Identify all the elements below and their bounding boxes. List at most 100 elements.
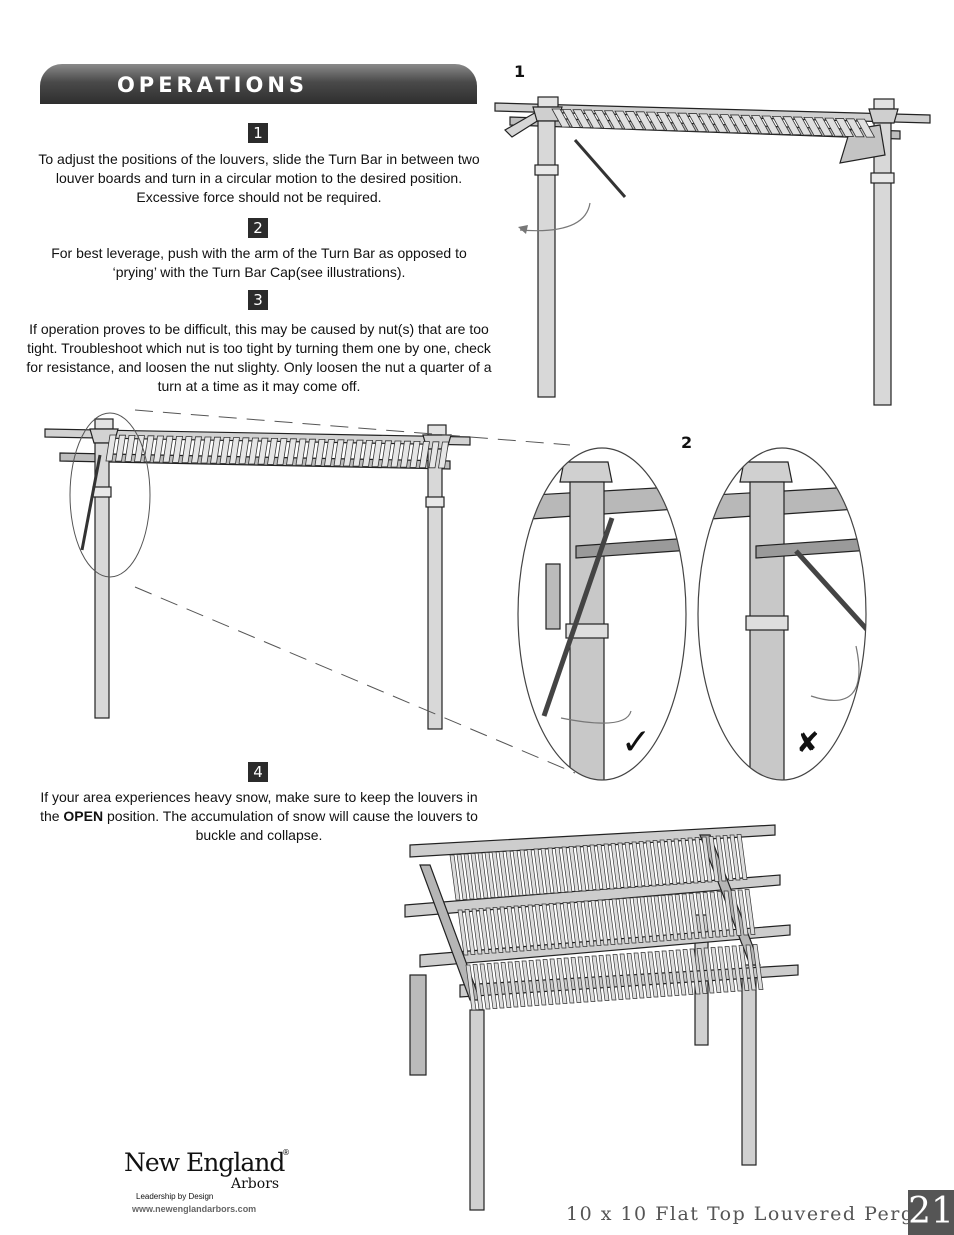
louver-board xyxy=(626,953,638,999)
louver-board xyxy=(352,439,364,467)
louver-board xyxy=(562,902,574,948)
louver-board xyxy=(305,438,316,466)
louver-board xyxy=(633,952,645,999)
louver-board xyxy=(535,959,547,1006)
louver-board xyxy=(181,436,193,463)
louver-board xyxy=(738,945,750,991)
louver-board xyxy=(478,908,490,954)
louver-board xyxy=(134,435,145,462)
louver-board xyxy=(737,889,749,936)
louver-board xyxy=(593,109,613,129)
louver-board xyxy=(124,434,136,462)
louver-board xyxy=(470,853,482,899)
cross-mark-icon: ✘ xyxy=(796,726,819,759)
louver-board xyxy=(554,847,566,893)
louver-board xyxy=(409,441,421,468)
louver-board xyxy=(682,949,694,995)
logo-sub-name: Arbors xyxy=(231,1176,280,1192)
louver-board xyxy=(547,847,559,894)
louver-board xyxy=(500,962,512,1008)
logo-tagline: Leadership by Design xyxy=(136,1192,214,1201)
louver-board xyxy=(507,961,519,1008)
detail-incorrect-method: ✘ xyxy=(697,447,867,781)
louver-board xyxy=(639,896,651,943)
louver-board xyxy=(143,435,155,463)
louver-board xyxy=(647,951,659,998)
louver-board xyxy=(419,441,430,468)
louver-board xyxy=(687,113,708,132)
louver-board xyxy=(484,852,496,898)
louver-board xyxy=(687,837,699,884)
louver-board xyxy=(555,902,567,949)
louver-board xyxy=(333,439,345,467)
louver-board xyxy=(681,893,693,940)
louver-board xyxy=(541,903,553,950)
louver-board xyxy=(666,112,687,132)
louver-board xyxy=(568,846,580,892)
louver-board xyxy=(729,834,741,881)
louver-board xyxy=(708,113,729,133)
louver-board xyxy=(172,435,183,463)
louver-board xyxy=(824,117,844,137)
louver-board xyxy=(533,848,545,895)
louver-board xyxy=(512,850,524,896)
louver-board xyxy=(597,899,609,946)
louver-board xyxy=(590,900,602,946)
louver-board xyxy=(730,890,742,936)
louver-board xyxy=(513,905,525,952)
step-2-text: For best leverage, push with the arm of … xyxy=(51,245,467,280)
louver-board xyxy=(646,896,658,942)
louver-board xyxy=(619,953,631,1000)
louver-board xyxy=(632,897,644,943)
louver-board xyxy=(191,436,202,464)
step-1-text: To adjust the positions of the louvers, … xyxy=(38,151,480,205)
louver-board xyxy=(668,950,680,996)
louver-board xyxy=(582,845,594,891)
louver-board xyxy=(498,851,510,897)
louver-board xyxy=(612,954,624,1000)
louver-board xyxy=(534,904,546,950)
louver-board xyxy=(674,894,686,940)
louver-board xyxy=(702,892,714,938)
louver-board xyxy=(724,946,736,992)
step-1-number: 1 xyxy=(248,123,268,143)
louver-board xyxy=(716,891,728,937)
louver-board xyxy=(472,964,484,1010)
louver-board xyxy=(549,958,561,1005)
louver-board xyxy=(210,436,221,464)
louver-board xyxy=(761,115,781,135)
louver-board xyxy=(709,891,721,938)
louver-board xyxy=(659,839,671,886)
louver-board xyxy=(465,964,477,1011)
louver-board xyxy=(390,440,402,468)
louver-board xyxy=(471,908,483,955)
louver-board xyxy=(115,434,126,462)
figure-1-label: 1 xyxy=(514,62,526,81)
louver-board xyxy=(551,108,571,128)
step-3-text: If operation proves to be difficult, thi… xyxy=(26,321,492,394)
louver-board xyxy=(605,954,617,1001)
louver-board xyxy=(257,437,269,465)
louver-board xyxy=(248,437,259,465)
louver-board xyxy=(834,118,855,137)
louver-board xyxy=(457,909,469,956)
louver-board xyxy=(638,841,650,887)
louver-board xyxy=(654,951,666,997)
louver-board xyxy=(572,109,592,129)
louver-board xyxy=(610,843,622,889)
louver-board xyxy=(276,438,288,465)
louver-board xyxy=(715,835,727,882)
louver-board xyxy=(561,108,582,128)
louver-board xyxy=(744,889,756,935)
louver-board xyxy=(694,837,706,883)
detail-correct-method: ✓ xyxy=(517,447,687,781)
louver-board xyxy=(449,854,461,901)
louver-board xyxy=(570,957,582,1003)
louver-board xyxy=(635,111,655,131)
louver-board xyxy=(624,842,636,888)
page-number: 21 xyxy=(908,1190,954,1235)
louver-board xyxy=(381,440,392,468)
louver-board xyxy=(583,900,595,947)
louver-board xyxy=(519,849,531,896)
louver-board xyxy=(653,895,665,942)
